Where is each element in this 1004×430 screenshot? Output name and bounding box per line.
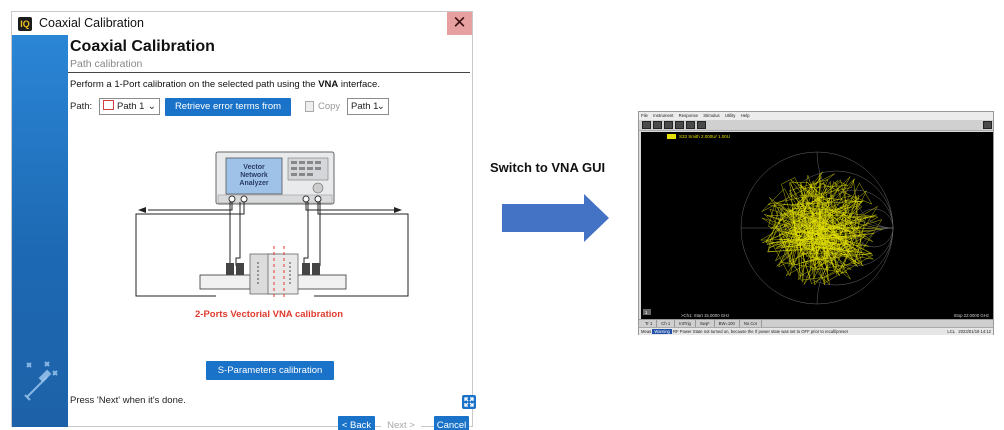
wizard-content: Coaxial Calibration Path calibration Per…: [68, 35, 476, 430]
vna-toolbar: [639, 120, 993, 131]
vna-screen-line-3: Analyzer: [239, 180, 268, 187]
footer-instructions: Press 'Next' when it's done.: [70, 395, 186, 406]
cancel-button[interactable]: Cancel: [434, 416, 469, 430]
smith-chart-plot: 1: [643, 151, 894, 315]
vna-status-lcl: LCL: [947, 329, 955, 334]
calibration-diagram: Vector Network Analyzer: [135, 151, 409, 300]
vna-start-freq: >Ch1: Start 15.0000 GHz: [681, 313, 730, 318]
vna-screen-line-1: Vector: [243, 164, 265, 171]
vna-menu-bar: File Instrument Response Stimulus Utilit…: [639, 112, 993, 120]
vna-toolbar-icon[interactable]: [642, 121, 651, 129]
wizard-sidebar: [12, 35, 68, 427]
vna-toolbar-icon[interactable]: [653, 121, 662, 129]
instructions-text: Perform a 1-Port calibration on the sele…: [70, 79, 380, 90]
copy-target-select[interactable]: Path 1 ⌄: [347, 98, 389, 115]
vna-menu-file[interactable]: File: [641, 113, 648, 118]
calibration-caption: 2-Ports Vectorial VNA calibration: [195, 309, 343, 320]
copy-icon: [305, 101, 314, 112]
vna-toolbar-icon[interactable]: [686, 121, 695, 129]
vna-message-prefix: Meas: [641, 329, 652, 334]
vna-status-channel[interactable]: Ch 1: [657, 320, 676, 328]
back-button[interactable]: < Back: [338, 416, 375, 430]
vna-toolbar-icon[interactable]: [675, 121, 684, 129]
vna-message-text: RF Power State not turned on, because th…: [673, 329, 848, 334]
vna-message-bar: Meas Warning RF Power State not turned o…: [639, 327, 993, 335]
close-button[interactable]: ✕: [447, 12, 472, 35]
page-title: Coaxial Calibration: [70, 38, 215, 55]
coax-adapters: [199, 263, 347, 290]
vna-screen-line-2: Network: [240, 172, 268, 179]
title-bar: IQ Coaxial Calibration ✕: [12, 12, 472, 35]
calibration-standards: [249, 246, 299, 300]
vna-channel-marker: 1: [645, 310, 648, 315]
sparameters-check-button[interactable]: S-Parameters calibration check: [206, 361, 334, 395]
path-color-swatch: [103, 100, 114, 110]
vna-smith-chart: S33 Smith 2.000U/ 1.00U 1 >Ch1: Start 15…: [641, 132, 993, 319]
path-select[interactable]: Path 1 ⌄: [99, 98, 160, 115]
vna-status-sweep[interactable]: Swp*: [696, 320, 715, 328]
vna-menu-response[interactable]: Response: [678, 113, 699, 118]
copy-target-value: Path 1: [351, 101, 379, 112]
vna-instrument-illustration: Vector Network Analyzer: [215, 151, 335, 205]
vna-status-datetime: 2023/01/19 14:12: [958, 329, 991, 334]
coaxial-calibration-window: IQ Coaxial Calibration ✕ Coaxial Calibra…: [11, 11, 476, 430]
vna-status-bandwidth[interactable]: BW=100: [715, 320, 740, 328]
divider: [68, 72, 470, 73]
next-button[interactable]: Next >: [381, 416, 421, 430]
window-title: Coaxial Calibration: [39, 16, 144, 30]
retrieve-error-terms-button[interactable]: Retrieve error terms from VNA: [165, 98, 291, 130]
vna-menu-instrument[interactable]: Instrument: [653, 113, 674, 118]
vna-menu-toggle-icon[interactable]: [983, 121, 992, 129]
chevron-down-icon: ⌄: [147, 101, 156, 112]
vna-status-trace[interactable]: Tr 1: [641, 320, 658, 328]
copy-button: Copy: [304, 98, 346, 115]
vna-menu-help[interactable]: Help: [740, 113, 750, 118]
vna-toolbar-icon[interactable]: [664, 121, 673, 129]
right-arrow-icon: [502, 194, 609, 242]
cable-lines: [135, 202, 409, 297]
path-label: Path:: [70, 101, 93, 112]
path-select-value: Path 1: [117, 101, 145, 112]
vna-menu-stimulus[interactable]: Stimulus: [703, 113, 720, 118]
app-logo-icon: IQ: [18, 17, 32, 31]
vna-warning-badge: Warning: [652, 329, 672, 334]
magic-wand-icon: [24, 361, 58, 401]
page-subtitle: Path calibration: [70, 58, 143, 70]
vna-stop-freq: Stop 22.0000 GHz: [953, 313, 989, 318]
smith-trace-line: [760, 171, 883, 286]
vna-trace-label: S33 Smith 2.000U/ 1.00U: [667, 134, 730, 139]
chevron-down-icon: ⌄: [376, 101, 385, 112]
switch-to-vna-label: Switch to VNA GUI: [490, 160, 606, 175]
vna-status-correction[interactable]: No Cor: [740, 320, 763, 328]
vna-menu-utility[interactable]: Utility: [724, 113, 736, 118]
vna-toolbar-icon[interactable]: [697, 121, 706, 129]
vna-status-trigger[interactable]: IntTrig: [675, 320, 696, 328]
vna-gui-window: File Instrument Response Stimulus Utilit…: [638, 111, 994, 335]
resize-icon[interactable]: [462, 395, 476, 409]
